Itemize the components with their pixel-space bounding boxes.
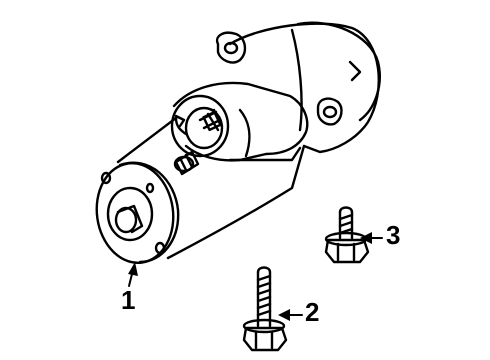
long-bolt-flange <box>242 318 286 334</box>
housing-seam <box>174 116 188 136</box>
flange-ear-hole <box>322 105 338 119</box>
starter-motor <box>95 21 381 264</box>
starter-front-plate-rim <box>118 161 180 264</box>
long-mounting-bolt <box>242 266 288 352</box>
field-stud-base <box>173 155 195 173</box>
callout-label-1: 1 <box>121 285 136 315</box>
solenoid-band <box>238 108 251 158</box>
starter-drive-flange <box>290 28 303 132</box>
solenoid-end-cap <box>170 94 230 158</box>
front-plate-hole <box>100 171 112 185</box>
short-mounting-bolt <box>324 206 370 264</box>
arrowhead-1 <box>128 262 138 276</box>
front-plate-boss <box>106 186 154 242</box>
solenoid-terminal-nut <box>202 110 222 132</box>
short-bolt-head-face <box>336 242 356 262</box>
housing-clip <box>174 114 186 128</box>
starter-rear-ear <box>215 31 247 64</box>
rear-ear-hole <box>223 41 239 55</box>
starter-flange-ear <box>316 97 343 126</box>
starter-drive-nose <box>296 21 381 122</box>
starter-housing-lower-edge <box>228 146 302 162</box>
short-bolt-tip <box>338 206 354 214</box>
arrowhead-3 <box>360 232 372 244</box>
solenoid-end-inner <box>184 106 224 150</box>
callout-label-2: 2 <box>305 297 320 327</box>
solenoid-body <box>172 81 309 162</box>
flange-detail <box>348 60 362 82</box>
long-bolt-tip <box>256 266 272 274</box>
long-bolt-thread <box>256 274 272 317</box>
long-bolt-head-face <box>254 330 274 350</box>
callout-label-3: 3 <box>386 220 401 250</box>
front-plate-hole <box>154 241 166 255</box>
short-bolt-thread <box>338 213 354 235</box>
arrowhead-2 <box>278 309 290 321</box>
starter-housing-bottom <box>166 144 306 260</box>
front-plate-hole <box>145 182 155 194</box>
armature-shaft-side <box>116 204 144 234</box>
starter-housing-top <box>116 116 178 164</box>
